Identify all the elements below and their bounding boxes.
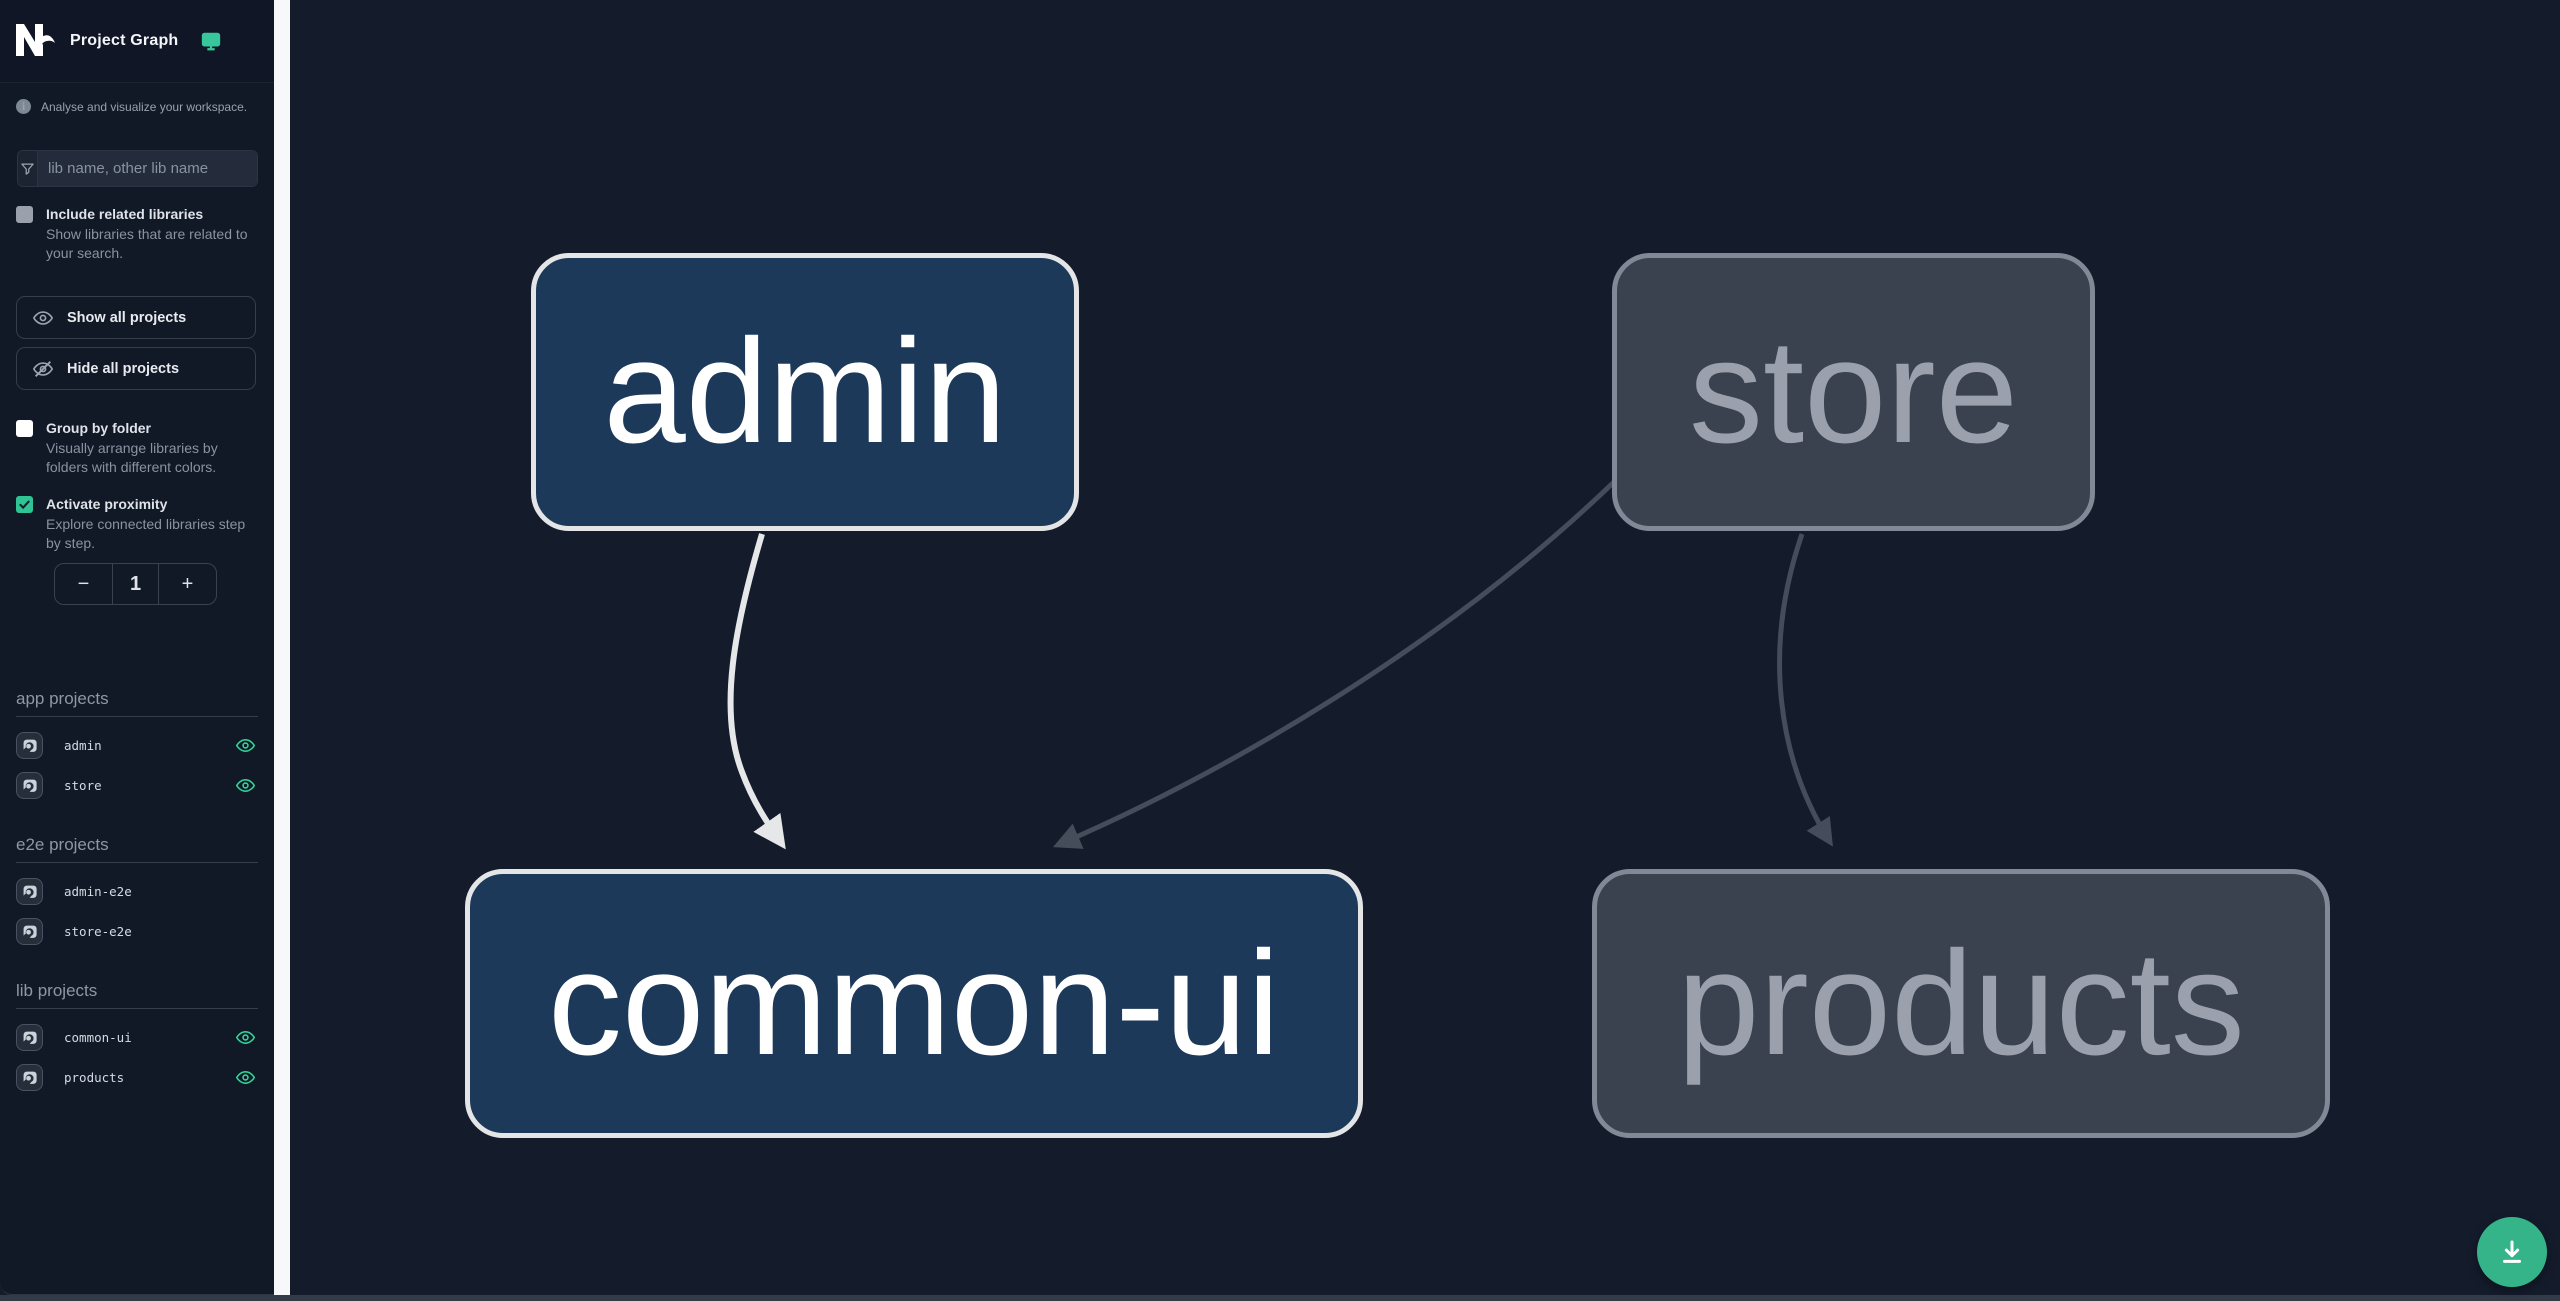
hide-all-projects-button[interactable]: Hide all projects bbox=[16, 347, 256, 390]
horizontal-scrollbar[interactable] bbox=[0, 1295, 2560, 1301]
app-title: Project Graph bbox=[70, 32, 179, 49]
focus-icon bbox=[23, 925, 37, 938]
project-row-admin-e2e: admin-e2e bbox=[16, 875, 258, 908]
graph-node-products[interactable]: products bbox=[1592, 869, 2330, 1138]
sidebar-scrollbar[interactable] bbox=[274, 0, 290, 1295]
project-list: admin-e2e store-e2e bbox=[16, 875, 258, 948]
filter-funnel-icon bbox=[18, 151, 38, 186]
include-related-description: Show libraries that are related to your … bbox=[46, 226, 248, 261]
edge-store-to-products bbox=[1777, 533, 1833, 847]
proximity-value: 1 bbox=[112, 564, 159, 604]
dependency-edges bbox=[727, 478, 1833, 850]
section-title: lib projects bbox=[16, 955, 258, 1009]
graph-canvas[interactable]: admin store common-ui products bbox=[290, 0, 2560, 1295]
project-row-common-ui: common-ui bbox=[16, 1021, 258, 1054]
focus-icon bbox=[23, 885, 37, 898]
project-name[interactable]: store bbox=[64, 778, 102, 793]
toggle-visibility-eye-icon[interactable] bbox=[235, 735, 256, 756]
project-row-admin: admin bbox=[16, 729, 258, 762]
project-name[interactable]: admin bbox=[64, 738, 102, 753]
activate-proximity-label: Activate proximity bbox=[46, 496, 168, 512]
group-by-folder-description: Visually arrange libraries by folders wi… bbox=[46, 440, 218, 475]
check-icon bbox=[19, 500, 30, 510]
info-text: Analyse and visualize your workspace. bbox=[41, 99, 248, 114]
nx-logo-icon bbox=[14, 20, 56, 63]
section-title: e2e projects bbox=[16, 809, 258, 863]
proximity-increment-button[interactable]: + bbox=[159, 564, 216, 604]
project-name[interactable]: admin-e2e bbox=[64, 884, 132, 899]
option-include-related[interactable]: Include related libraries Show libraries… bbox=[16, 205, 258, 263]
group-by-folder-checkbox[interactable] bbox=[16, 420, 33, 437]
proximity-stepper: − 1 + bbox=[54, 563, 217, 605]
toggle-visibility-eye-icon[interactable] bbox=[235, 1027, 256, 1048]
sidebar-header: Project Graph bbox=[0, 0, 274, 83]
workspace-info: i Analyse and visualize your workspace. bbox=[0, 83, 274, 124]
project-list: admin store bbox=[16, 729, 258, 802]
group-by-folder-label: Group by folder bbox=[46, 420, 151, 436]
focus-icon bbox=[23, 779, 37, 792]
toggle-visibility-eye-icon[interactable] bbox=[235, 1067, 256, 1088]
focus-project-button[interactable] bbox=[16, 732, 43, 759]
show-all-projects-button[interactable]: Show all projects bbox=[16, 296, 256, 339]
option-activate-proximity[interactable]: Activate proximity Explore connected lib… bbox=[16, 495, 258, 553]
project-name[interactable]: products bbox=[64, 1070, 125, 1085]
search-box bbox=[17, 150, 258, 187]
focus-project-button[interactable] bbox=[16, 1024, 43, 1051]
hide-all-projects-label: Hide all projects bbox=[67, 360, 180, 377]
show-all-projects-label: Show all projects bbox=[67, 309, 187, 326]
focus-project-button[interactable] bbox=[16, 918, 43, 945]
edge-store-to-common-ui bbox=[1052, 478, 1618, 849]
project-list: common-ui products bbox=[16, 1021, 258, 1094]
focus-project-button[interactable] bbox=[16, 878, 43, 905]
search-input[interactable] bbox=[38, 151, 257, 186]
include-related-label: Include related libraries bbox=[46, 206, 204, 222]
include-related-checkbox[interactable] bbox=[16, 206, 33, 223]
focus-icon bbox=[23, 739, 37, 752]
section-app-projects: app projects admin bbox=[16, 663, 258, 802]
download-icon bbox=[2503, 1240, 2521, 1263]
edge-admin-to-common-ui bbox=[727, 533, 786, 850]
proximity-decrement-button[interactable]: − bbox=[55, 564, 112, 604]
focus-project-button[interactable] bbox=[16, 1064, 43, 1091]
project-name[interactable]: common-ui bbox=[64, 1030, 132, 1045]
eye-off-icon bbox=[32, 360, 54, 377]
sidebar: Project Graph i Analyse and visualize yo… bbox=[0, 0, 274, 1295]
focus-icon bbox=[23, 1031, 37, 1044]
toggle-visibility-eye-icon[interactable] bbox=[235, 775, 256, 796]
info-icon: i bbox=[16, 99, 31, 114]
graph-node-common-ui[interactable]: common-ui bbox=[465, 869, 1363, 1138]
eye-icon bbox=[32, 310, 54, 325]
option-group-by-folder[interactable]: Group by folder Visually arrange librari… bbox=[16, 419, 258, 477]
project-row-store: store bbox=[16, 769, 258, 802]
project-row-products: products bbox=[16, 1061, 258, 1094]
project-row-store-e2e: store-e2e bbox=[16, 915, 258, 948]
focus-icon bbox=[23, 1071, 37, 1084]
debugger-monitor-icon[interactable] bbox=[200, 30, 222, 52]
focus-project-button[interactable] bbox=[16, 772, 43, 799]
download-image-button[interactable] bbox=[2477, 1217, 2547, 1287]
activate-proximity-checkbox[interactable] bbox=[16, 496, 33, 513]
project-name[interactable]: store-e2e bbox=[64, 924, 132, 939]
section-lib-projects: lib projects common-ui bbox=[16, 955, 258, 1094]
section-e2e-projects: e2e projects admin-e2e bbox=[16, 809, 258, 948]
activate-proximity-description: Explore connected libraries step by step… bbox=[46, 516, 246, 551]
section-title: app projects bbox=[16, 663, 258, 717]
graph-node-store[interactable]: store bbox=[1612, 253, 2095, 531]
graph-node-admin[interactable]: admin bbox=[531, 253, 1079, 531]
